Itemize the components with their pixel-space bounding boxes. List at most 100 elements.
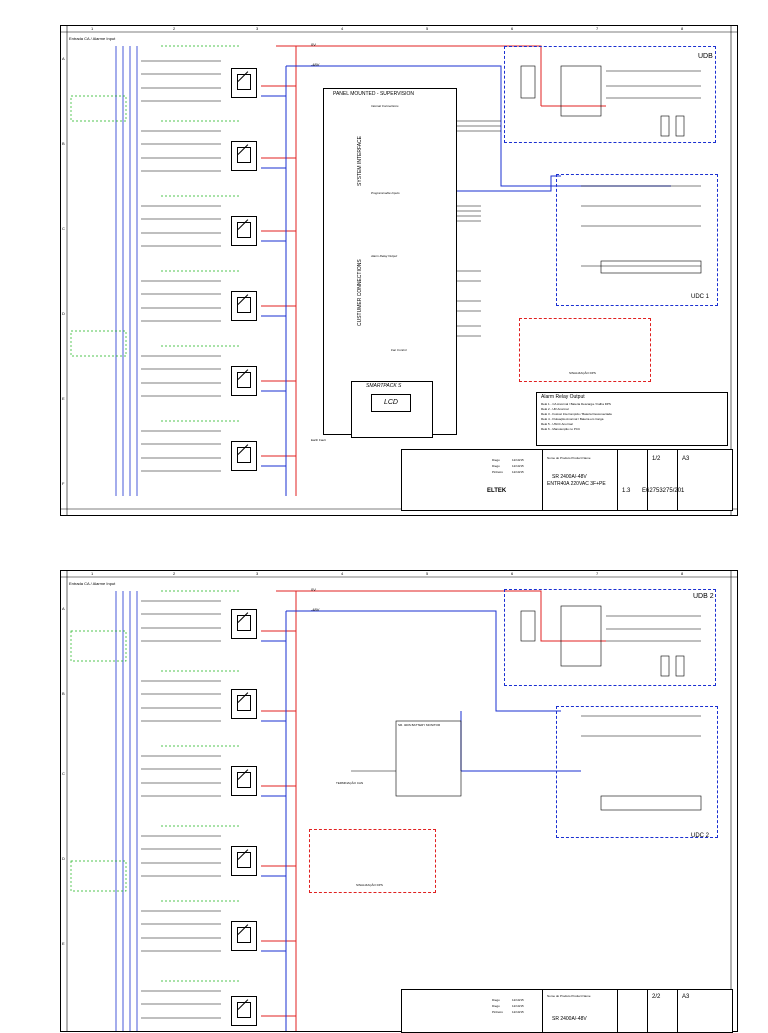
ac-input-label: Entrada CA / Alarme Input: [69, 581, 116, 586]
alarm-box-title: Alarm Relay Output: [541, 394, 585, 400]
checked-by: Diego: [492, 464, 500, 468]
smartpack-box: [351, 381, 433, 438]
rectifier-module: [231, 689, 257, 719]
approved-date: 12/10/15: [512, 470, 524, 474]
revision: 1.3: [622, 488, 631, 494]
sheet-size: A3: [682, 994, 690, 1000]
udb-label: UDB: [698, 53, 713, 60]
sheet-number: 1/2: [652, 456, 661, 462]
product-line-1: SR 2400A/-48V: [552, 474, 587, 480]
sheet-size: A3: [682, 456, 690, 462]
sheet1-wiring: [61, 26, 737, 515]
col-number: 1: [91, 26, 94, 31]
udb2-enclosure: [504, 589, 716, 686]
smartpack-label: SMARTPACK S: [366, 383, 402, 389]
programmable-inputs-label: Programmable Inputs: [371, 191, 400, 195]
drawn-date: 12/10/15: [512, 998, 524, 1002]
row-letter: E: [62, 941, 65, 946]
alarm-line: Relé 3 - Fusível Interrompido / Bateria …: [541, 412, 612, 416]
row-letter: E: [62, 396, 65, 401]
battery-monitor-label: SR. 400S BATTERY MONITOR: [398, 723, 441, 727]
col-number: 6: [511, 26, 514, 31]
alarm-line: Relé 1 - CA Anormal / Bateria Descarga /…: [541, 402, 611, 406]
approved-by: Pinheiro: [492, 1010, 504, 1014]
product-line-1: SR 2400A/-48V: [552, 1016, 587, 1022]
checked-by: Diego: [492, 1004, 500, 1008]
col-number: 3: [256, 571, 259, 576]
alarm-relay-small-label: Alarm Relay Output: [371, 254, 398, 258]
voltage-48v-label: -48V: [311, 607, 320, 612]
col-number: 7: [596, 26, 599, 31]
col-number: 4: [341, 571, 344, 576]
checked-date: 12/10/15: [512, 1004, 524, 1008]
col-number: 4: [341, 26, 344, 31]
customer-connections-label: CUSTUMER CONNECTIONS: [357, 259, 363, 326]
col-number: 7: [596, 571, 599, 576]
row-letter: A: [62, 56, 65, 61]
col-number: 6: [511, 571, 514, 576]
rectifier-module: [231, 441, 257, 471]
col-number: 3: [256, 26, 259, 31]
drawing-number: E62753275/201: [642, 488, 685, 494]
row-letter: C: [62, 226, 65, 231]
drawn-by: Diego: [492, 998, 500, 1002]
row-letter: B: [62, 141, 65, 146]
voltage-48v-label: -48V: [311, 62, 320, 67]
spd-enclosure: [309, 829, 436, 893]
col-number: 2: [173, 26, 176, 31]
spd-enclosure: [519, 318, 651, 382]
title-block: Nome do Produto Product Name Diego 12/10…: [401, 449, 733, 511]
rectifier-module: [231, 366, 257, 396]
voltage-0v-label: 0V: [311, 587, 316, 592]
drawn-date: 12/10/15: [512, 458, 524, 462]
row-letter: D: [62, 311, 65, 316]
row-letter: C: [62, 771, 65, 776]
fan-control-label: Fan Control: [391, 348, 407, 352]
schematic-sheet-2: A B C D E 1 2 3 4 5 6 7 8 Entrada CA / A…: [60, 570, 738, 1033]
col-number: 1: [91, 571, 94, 576]
drawn-by: Diego: [492, 458, 500, 462]
spd-label: SINALIZAÇÃO DPS: [356, 883, 383, 887]
title-block: Nome do Produto Product Name Diego 12/10…: [401, 989, 733, 1033]
schematic-sheet-1: A B C D E F 1 2 3 4 5 6 7 8 Entrada CA /…: [60, 25, 738, 516]
udc2-enclosure: [556, 706, 718, 838]
udb-enclosure: [504, 46, 716, 143]
product-line-2: ENTR40A 220VAC 3F+PE: [547, 481, 606, 487]
spd-label: SINALIZAÇÃO DPS: [569, 371, 596, 375]
udc1-label: UDC 1: [691, 294, 710, 300]
checked-date: 12/10/15: [512, 464, 524, 468]
col-number: 2: [173, 571, 176, 576]
internal-connections-label: Internal Connections: [371, 104, 399, 108]
alarm-relay-box: [536, 392, 728, 446]
udc2-label: UDC 2: [691, 833, 710, 839]
rectifier-module: [231, 68, 257, 98]
alarm-line: Relé 6 - Manutenção no PCC: [541, 427, 581, 431]
row-letter: A: [62, 606, 65, 611]
sheet2-wiring: [61, 571, 737, 1031]
approved-by: Pinheiro: [492, 470, 504, 474]
alarm-line: Relé 5 - USCC Anormal: [541, 422, 573, 426]
rectifier-module: [231, 846, 257, 876]
udc1-enclosure: [556, 174, 718, 306]
col-number: 8: [681, 26, 684, 31]
row-letter: F: [62, 481, 65, 486]
alarm-line: Relé 2 - UR Anormal: [541, 407, 569, 411]
earth-fault-label: Earth Fault: [311, 438, 326, 442]
alarm-line: Relé 4 - Flutuação Anormal / Bateria em …: [541, 417, 604, 421]
rectifier-module: [231, 216, 257, 246]
row-letter: B: [62, 691, 65, 696]
ac-input-label: Entrada CA / Alarme Input: [69, 36, 116, 41]
rectifier-module: [231, 609, 257, 639]
product-name-header: Nome do Produto Product Name: [547, 994, 591, 998]
approved-date: 12/10/15: [512, 1010, 524, 1014]
col-number: 8: [681, 571, 684, 576]
can-termination-label: TERMINAÇÃO CAN: [336, 781, 364, 785]
product-name-header: Nome do Produto Product Name: [547, 456, 591, 460]
rectifier-module: [231, 921, 257, 951]
row-letter: D: [62, 856, 65, 861]
panel-title: PANEL MOUNTED - SUPERVISION: [333, 91, 415, 97]
col-number: 5: [426, 26, 429, 31]
rectifier-module: [231, 996, 257, 1026]
eltek-logo: ELTEK: [487, 488, 507, 494]
col-number: 5: [426, 571, 429, 576]
